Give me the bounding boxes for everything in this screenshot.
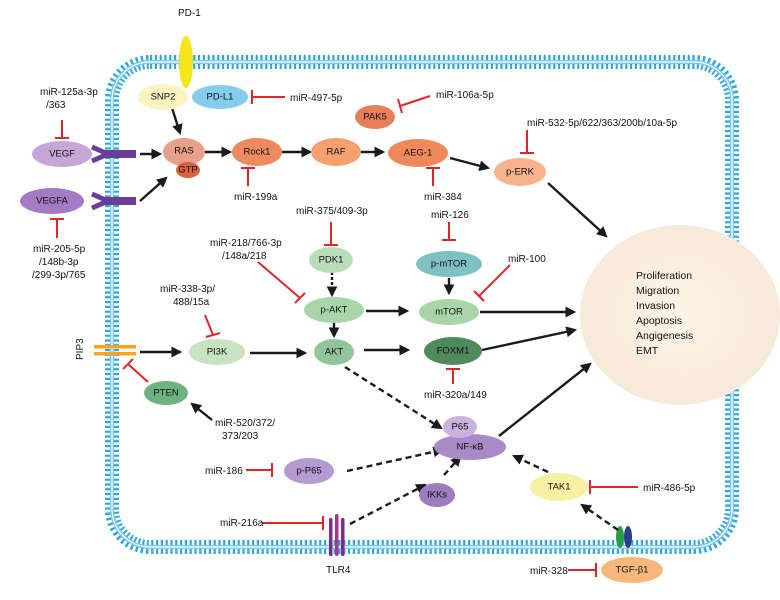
pdl1-label: PD-L1 (207, 92, 234, 103)
mir199a-label: miR-199a (234, 192, 278, 203)
mir520-label-line1: miR-520/372/ (215, 418, 275, 429)
mir100-label: miR-100 (508, 254, 546, 265)
node-pmtor: p-mTOR (416, 251, 482, 277)
node-tgfb1: TGF-β1 (601, 557, 663, 583)
node-snp2: SNP2 (138, 84, 188, 110)
mir384-label: miR-384 (424, 192, 462, 203)
ras-label: RAS (174, 146, 194, 157)
pdk1-label: PDK1 (319, 255, 344, 266)
pip3-receptor (94, 345, 136, 356)
mir205-label-line1: miR-205-5p (33, 244, 86, 255)
outcome-ellipse (580, 225, 780, 405)
vegfa-receptor (90, 191, 136, 211)
mir125a-label-line1: miR-125a-3p (40, 87, 98, 98)
node-pp65: p-P65 (284, 458, 334, 484)
node-aeg1: AEG-1 (388, 139, 448, 167)
node-foxm1: FOXM1 (424, 337, 482, 365)
node-pi3k: PI3K (189, 339, 245, 365)
node-rock1: Rock1 (232, 138, 282, 166)
mir532-label: miR-532-5p/622/363/200b/10a-5p (527, 118, 678, 129)
node-vegf: VEGF (32, 141, 92, 167)
mir125a-label-line2: /363 (46, 100, 66, 111)
raf-label: RAF (327, 147, 346, 158)
mir216a-label: miR-216a (220, 518, 264, 529)
pp65-label: p-P65 (296, 466, 321, 477)
mir338-label-line1: miR-338-3p/ (160, 284, 215, 295)
pmtor-label: p-mTOR (431, 259, 467, 270)
node-pten: PTEN (144, 381, 188, 405)
pd1-receptor (179, 36, 193, 88)
outcome-list: Proliferation Migration Invasion Apoptos… (636, 270, 693, 357)
nfkb-label: NF-κB (457, 442, 484, 453)
mir328-label: miR-328 (530, 566, 568, 577)
outcome-item: Migration (636, 285, 679, 297)
rock1-label: Rock1 (244, 147, 271, 158)
tak1-label: TAK1 (547, 482, 570, 493)
node-gtp: GTP (176, 162, 200, 178)
tlr4-receptor (329, 514, 345, 556)
p65-label: P65 (452, 422, 469, 433)
foxm1-label: FOXM1 (437, 346, 470, 357)
tlr4-label: TLR4 (326, 565, 351, 576)
mir520-to-pten-arrow (190, 402, 213, 421)
node-pdl1: PD-L1 (192, 85, 248, 109)
node-pak5: PAK5 (355, 105, 395, 129)
pd1-label: PD-1 (178, 8, 201, 19)
mirna-labels: miR-125a-3p /363 miR-497-5p miR-106a-5p … (32, 87, 696, 577)
snp2-label: SNP2 (151, 92, 176, 103)
pak5-label: PAK5 (363, 112, 387, 123)
vegf-label: VEGF (49, 149, 75, 160)
mir205-label-line2: /148b-3p (39, 257, 79, 268)
pi3k-label: PI3K (207, 347, 228, 358)
aeg1-label: AEG-1 (404, 148, 433, 159)
perk-label: p-ERK (506, 167, 535, 178)
gtp-label: GTP (178, 165, 198, 176)
outcome-item: Proliferation (636, 270, 692, 282)
mir186-label: miR-186 (205, 466, 243, 477)
node-pdk1: PDK1 (309, 247, 353, 273)
node-akt: AKT (314, 339, 354, 365)
node-tak1: TAK1 (530, 473, 588, 501)
mir126-label: miR-126 (431, 210, 469, 221)
mir497-label: miR-497-5p (290, 93, 343, 104)
tgfb1-label: TGF-β1 (616, 565, 649, 576)
mir338-label-line2: 488/15a (173, 297, 210, 308)
mir320a-label: miR-320a/149 (424, 390, 487, 401)
pip3-label: PIP3 (75, 338, 86, 360)
node-raf: RAF (311, 138, 361, 166)
node-p65: P65 (443, 416, 477, 438)
mir486-label: miR-486-5p (643, 483, 696, 494)
pakt-label: p-AKT (321, 305, 348, 316)
activation-arrows (139, 107, 608, 437)
node-ikks: IKKs (419, 483, 455, 507)
inhibition-lines (50, 90, 638, 577)
pten-label: PTEN (153, 388, 178, 399)
mir218-label-line1: miR-218/766-3p (210, 238, 282, 249)
dashed-arrows (326, 272, 619, 531)
akt-label: AKT (325, 347, 344, 358)
mir218-label-line2: /148a/218 (222, 251, 267, 262)
ikks-label: IKKs (427, 490, 447, 501)
mir520-label-line2: 373/203 (222, 431, 259, 442)
mir106a-label: miR-106a-5p (436, 90, 494, 101)
outcome-item: Apoptosis (636, 315, 682, 327)
outcome-item: EMT (636, 345, 659, 357)
mtor-label: mTOR (435, 307, 463, 318)
node-mtor: mTOR (419, 299, 479, 325)
mir375-label: miR-375/409-3p (296, 206, 368, 217)
vegfa-label: VEGFA (36, 196, 68, 207)
node-ras: RAS (163, 138, 205, 166)
vegf-receptor (90, 144, 136, 164)
outcome-item: Angigenesis (636, 330, 693, 342)
node-nfkb: NF-κB (434, 434, 506, 460)
mir205-label-line3: /299-3p/765 (32, 270, 86, 281)
outcome-item: Invasion (636, 300, 675, 312)
node-pakt: p-AKT (304, 297, 364, 323)
node-perk: p-ERK (494, 158, 546, 186)
tgf-receptor (616, 526, 632, 548)
node-vegfa: VEGFA (20, 188, 84, 214)
